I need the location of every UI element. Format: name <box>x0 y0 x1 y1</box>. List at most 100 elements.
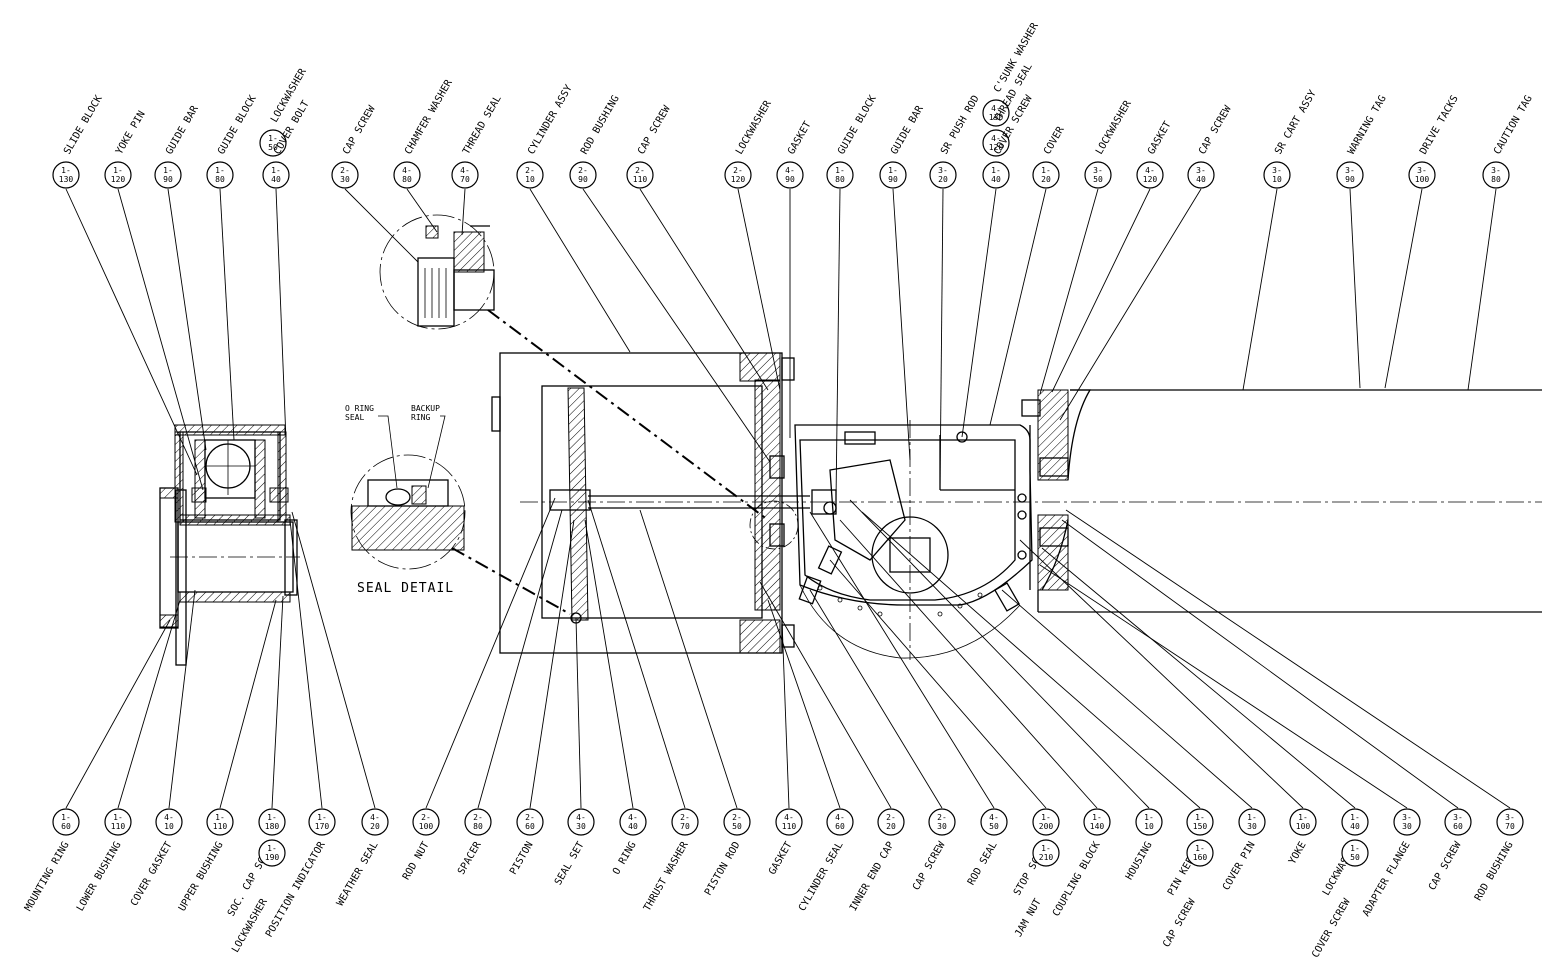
callout-number-index: 30 <box>1247 822 1257 831</box>
leader-cap-screw-c <box>1059 188 1202 421</box>
callout-number-index: 70 <box>460 175 470 184</box>
callout-number-prefix: 1- <box>1195 844 1205 853</box>
callout-cap-screw-b: 2-110 <box>626 161 654 189</box>
callout-number-index: 40 <box>1196 175 1206 184</box>
leader-yoke <box>1019 539 1304 809</box>
callout-number-index: 120 <box>731 175 746 184</box>
leader-rod-bushing-a <box>582 188 771 463</box>
label-guide-block-b: GUIDE BLOCK <box>836 94 879 157</box>
callout-number-prefix: 1- <box>271 166 281 175</box>
callout-number-prefix: 2- <box>525 166 535 175</box>
callout-number-index: 50 <box>1093 175 1103 184</box>
callout-pin-keeper: 1-150 <box>1186 808 1214 836</box>
label-mounting-ring: MOUNTING RING <box>23 840 72 913</box>
leader-adapter-flange <box>1039 564 1408 809</box>
callout-number-index: 100 <box>1296 822 1311 831</box>
callout-number-prefix: 1- <box>1092 813 1102 822</box>
leader-thread-seal-a <box>461 188 466 236</box>
callout-number-prefix: 1- <box>1041 813 1051 822</box>
label-caution-tag: CAUTION TAG <box>1492 94 1535 157</box>
label-rod-seal: ROD SEAL <box>966 840 1000 887</box>
label-cover-gasket: COVER GASKET <box>129 840 175 908</box>
callout-sr-cart-assy: 3-10 <box>1263 161 1291 189</box>
leader-sr-push-rod <box>939 188 944 491</box>
label-cylinder-seal: CYLINDER SEAL <box>797 840 846 913</box>
callout-stop-screw: 1-200 <box>1032 808 1060 836</box>
callout-number-prefix: 1- <box>163 166 173 175</box>
callout-number-prefix: 1- <box>317 813 327 822</box>
callout-number-index: 160 <box>1193 853 1208 862</box>
callout-number-prefix: 4- <box>164 813 174 822</box>
callout-upper-bushing: 1-110 <box>206 808 234 836</box>
leader-lockwasher-c <box>1039 188 1099 395</box>
callout-number-prefix: 2- <box>525 813 535 822</box>
leader-lockwasher-e <box>1041 547 1356 809</box>
callout-cap-screw-e: 1-160 <box>1186 839 1214 867</box>
callout-number-prefix: 4- <box>576 813 586 822</box>
leader-sr-cart-assy <box>1242 188 1278 391</box>
label-lockwasher-b: LOCKWASHER <box>734 98 774 156</box>
callout-number-prefix: 4- <box>402 166 412 175</box>
callout-number-prefix: 2- <box>421 813 431 822</box>
leader-cover-screw <box>961 188 997 438</box>
callout-number-prefix: 1- <box>1350 813 1360 822</box>
leader-cover-gasket <box>168 589 196 809</box>
callout-number-index: 210 <box>1039 853 1054 862</box>
callout-number-index: 50 <box>989 822 999 831</box>
callout-number-index: 70 <box>1505 822 1515 831</box>
callout-number-index: 120 <box>111 175 126 184</box>
leader-lower-bushing <box>117 599 181 809</box>
callout-chamfer-washer: 4-80 <box>393 161 421 189</box>
label-drive-tacks: DRIVE TACKS <box>1418 94 1461 157</box>
callout-cover-screw-b: 1-50 <box>1341 839 1369 867</box>
label-cap-screw-b: CAP SCREW <box>636 103 673 156</box>
label-cap-screw-d: CAP SCREW <box>911 839 948 892</box>
label-gasket-a: GASKET <box>786 120 814 157</box>
callout-number-index: 30 <box>1402 822 1412 831</box>
callout-number-index: 150 <box>1193 822 1208 831</box>
leader-guide-block-b <box>835 188 841 501</box>
callout-caution-tag: 3-80 <box>1482 161 1510 189</box>
callout-number-index: 80 <box>402 175 412 184</box>
leader-coupling-block <box>839 519 1098 809</box>
callout-number-prefix: 4- <box>370 813 380 822</box>
callout-guide-bar-b: 1-90 <box>879 161 907 189</box>
leader-guide-block <box>219 188 235 441</box>
label-sr-push-rod: SR PUSH ROD <box>939 94 982 157</box>
callout-number-prefix: 1- <box>215 166 225 175</box>
label-piston-rod: PISTON ROD <box>703 840 743 898</box>
callout-number-index: 140 <box>1090 822 1105 831</box>
label-piston: PISTON <box>508 840 536 877</box>
label-sr-cart-assy: SR CART ASSY <box>1273 88 1319 156</box>
callout-cover-pin: 1-30 <box>1238 808 1266 836</box>
leader-spacer <box>477 509 563 809</box>
leader-gasket-c <box>781 619 790 809</box>
callout-warning-tag: 3-90 <box>1336 161 1364 189</box>
callout-cap-screw-f: 3-60 <box>1444 808 1472 836</box>
callout-number-prefix: 1- <box>113 166 123 175</box>
leader-warning-tag <box>1349 188 1361 389</box>
leader-mounting-ring <box>65 619 171 809</box>
callout-number-prefix: 2- <box>886 813 896 822</box>
callout-number-prefix: 1- <box>1350 844 1360 853</box>
label-rod-nut: ROD NUT <box>401 840 432 882</box>
leader-piston-rod <box>639 509 738 809</box>
callout-number-prefix: 1- <box>268 134 278 143</box>
callout-number-index: 50 <box>268 143 278 152</box>
callout-number-prefix: 1- <box>61 813 71 822</box>
callout-number-index: 110 <box>782 822 797 831</box>
label-rod-bushing-a: ROD BUSHING <box>579 94 622 157</box>
callout-yoke: 1-100 <box>1289 808 1317 836</box>
callout-number-prefix: 1- <box>1298 813 1308 822</box>
detail-connector-bolt <box>487 309 769 521</box>
callout-number-prefix: 3- <box>1196 166 1206 175</box>
callout-lower-bushing: 1-110 <box>104 808 132 836</box>
leader-yoke-pin <box>117 188 204 491</box>
callout-number-index: 60 <box>835 822 845 831</box>
leader-piston <box>529 519 575 809</box>
leader-rod-seal <box>809 511 995 809</box>
callout-number-prefix: 1- <box>1041 166 1051 175</box>
callout-number-index: 40 <box>271 175 281 184</box>
